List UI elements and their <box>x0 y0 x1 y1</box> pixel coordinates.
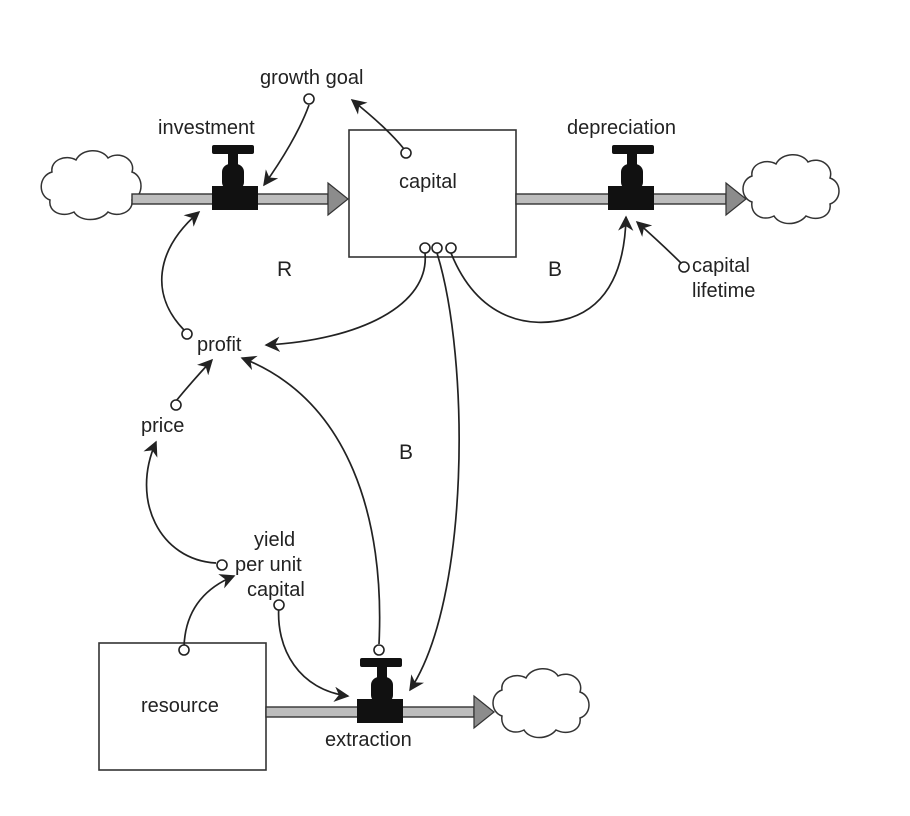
capital-lifetime-link-tail <box>678 261 690 273</box>
capital-growth-link-tail <box>400 147 412 159</box>
link-capital-to-profit <box>264 252 426 352</box>
link-resource-to-yield <box>183 574 236 648</box>
link-capital-to-depreciation <box>450 215 634 324</box>
link-yield-to-price <box>143 440 217 564</box>
depreciation-label: depreciation <box>567 117 676 139</box>
sink-cloud-extraction <box>492 668 590 739</box>
balancing-loop-depreciation-label: B <box>548 258 562 281</box>
profit-link-tail <box>181 328 193 340</box>
yield-label-line1: yield <box>254 529 295 551</box>
link-capital-to-extraction <box>409 252 460 692</box>
link-profit-to-investment <box>160 210 201 331</box>
capital-label: capital <box>399 171 457 193</box>
capital-extraction-link-tail <box>431 242 443 254</box>
depreciation-arrowhead <box>725 181 747 217</box>
balancing-loop-extraction-label: B <box>399 441 413 464</box>
reinforcing-loop-label: R <box>277 258 292 281</box>
link-lifetime-to-depreciation <box>635 220 685 267</box>
sink-cloud-depreciation <box>742 154 840 225</box>
extraction-valve-icon <box>357 658 403 723</box>
investment-valve-icon <box>212 145 258 210</box>
depreciation-valve-icon <box>608 145 654 210</box>
link-price-to-profit <box>175 358 214 402</box>
source-cloud-investment <box>40 150 142 221</box>
yield-to-price-link-tail <box>216 559 228 571</box>
price-label: price <box>141 415 184 437</box>
resource-link-tail <box>178 644 190 656</box>
link-capital-to-growth-goal <box>350 99 405 150</box>
resource-label: resource <box>141 695 219 717</box>
investment-arrowhead <box>327 181 349 217</box>
capital-lifetime-label-line1: capital <box>692 255 750 277</box>
capital-lifetime-label-line2: lifetime <box>692 280 755 302</box>
link-growth-goal-to-investment <box>263 104 310 187</box>
resource-stock <box>98 642 267 771</box>
yield-label-line2: per unit <box>235 554 302 576</box>
link-extraction-to-profit <box>240 355 381 645</box>
capital-depreciation-link-tail <box>445 242 457 254</box>
growth-goal-link-tail <box>303 93 315 105</box>
capital-profit-link-tail <box>419 242 431 254</box>
investment-label: investment <box>158 117 255 139</box>
extraction-arrowhead <box>473 694 495 730</box>
yield-label-line3: capital <box>247 579 305 601</box>
price-link-tail <box>170 399 182 411</box>
yield-to-extraction-link-tail <box>273 599 285 611</box>
extraction-link-tail <box>373 644 385 656</box>
extraction-label: extraction <box>325 729 412 751</box>
growth-goal-label: growth goal <box>260 67 363 89</box>
capital-stock <box>348 129 517 258</box>
profit-label: profit <box>197 334 242 356</box>
link-yield-to-extraction <box>277 603 350 702</box>
